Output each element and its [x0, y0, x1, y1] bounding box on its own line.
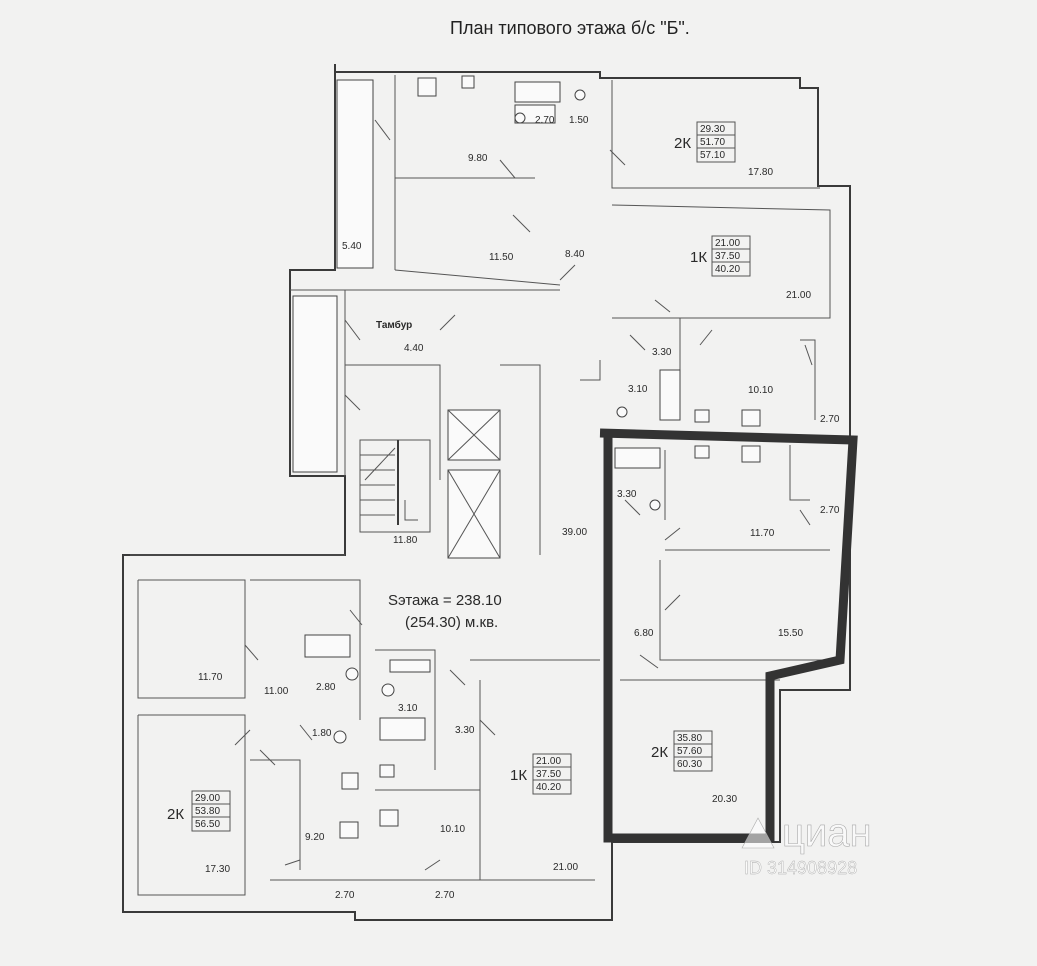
watermark-brand: циан	[782, 811, 872, 855]
area-label: 57.10	[700, 150, 725, 161]
apartment-badge: 1К 21.00 37.50 40.20	[510, 753, 572, 795]
outer-walls	[122, 64, 851, 921]
area-label: 21.00	[536, 756, 561, 767]
area-label: 2.70	[435, 890, 455, 901]
area-label: 2К	[167, 806, 184, 823]
area-label: 1К	[690, 249, 707, 266]
area-label: 2.80	[316, 682, 336, 693]
area-label: 4.40	[404, 343, 424, 354]
fixtures	[304, 75, 761, 839]
floor-area-total: Sэтажа = 238.10	[388, 592, 502, 609]
area-label: 29.30	[700, 124, 725, 135]
area-label: 1.80	[312, 728, 332, 739]
area-label: 11.70	[750, 528, 775, 539]
area-label: 10.10	[440, 824, 465, 835]
area-label: 2.70	[335, 890, 355, 901]
area-label: 11.00	[264, 686, 289, 697]
stairwell	[359, 439, 431, 533]
apartment-badge: 2К 29.00 53.80 56.50	[167, 790, 231, 832]
area-label: 11.70	[198, 672, 223, 683]
area-label: 40.20	[536, 782, 561, 793]
area-label: 21.00	[553, 862, 578, 873]
apartment-badge: 2К 29.30 51.70 57.10	[674, 121, 736, 163]
area-label: 9.80	[468, 153, 488, 164]
area-label: 2.70	[820, 414, 840, 425]
area-label: 3.30	[455, 725, 475, 736]
area-label: 2К	[651, 744, 668, 761]
area-label: 39.00	[562, 527, 587, 538]
area-label: 57.60	[677, 746, 702, 757]
area-label: 3.10	[628, 384, 648, 395]
area-label: 29.00	[195, 793, 220, 804]
area-label: 3.10	[398, 703, 418, 714]
apartment-badge: 2К 35.80 57.60 60.30	[651, 730, 713, 772]
area-label: 21.00	[715, 238, 740, 249]
area-label: 56.50	[195, 819, 220, 830]
floor-area-gross: (254.30) м.кв.	[405, 614, 498, 631]
area-label: 3.30	[617, 489, 637, 500]
cian-watermark: циан ID 314908928	[741, 811, 872, 878]
area-label: 37.50	[715, 251, 740, 262]
area-label: 40.20	[715, 264, 740, 275]
area-label: 11.80	[393, 535, 418, 546]
area-label: 3.30	[652, 347, 672, 358]
area-label: 1К	[510, 767, 527, 784]
area-label: 17.30	[205, 864, 230, 875]
plan-title: План типового этажа б/с "Б".	[450, 18, 690, 38]
area-label: 9.20	[305, 832, 325, 843]
area-label: 2.70	[820, 505, 840, 516]
area-label: 37.50	[536, 769, 561, 780]
area-label: 51.70	[700, 137, 725, 148]
area-label: 5.40	[342, 241, 362, 252]
area-label: 60.30	[677, 759, 702, 770]
apartment-badge: 1К 21.00 37.50 40.20	[690, 235, 751, 277]
area-label: 21.00	[786, 290, 811, 301]
highlighted-apartment-outline	[599, 428, 858, 843]
area-label: 8.40	[565, 249, 585, 260]
room-labels: 2.70 1.50 9.80 17.80 5.40 11.50 8.40 21.…	[198, 115, 840, 901]
elevators	[447, 409, 501, 559]
watermark-id: ID 314908928	[744, 858, 857, 878]
left-shafts	[292, 79, 374, 473]
area-label: 6.80	[634, 628, 654, 639]
area-label: 35.80	[677, 733, 702, 744]
area-label: 53.80	[195, 806, 220, 817]
area-label: 20.30	[712, 794, 737, 805]
area-label: 1.50	[569, 115, 589, 126]
area-label: 2К	[674, 135, 691, 152]
area-label: 11.50	[489, 252, 514, 263]
area-label: 10.10	[748, 385, 773, 396]
area-label: 17.80	[748, 167, 773, 178]
area-label: 2.70	[535, 115, 555, 126]
cian-logo-icon	[741, 817, 775, 849]
doors	[234, 119, 813, 871]
area-label: 15.50	[778, 628, 803, 639]
tambur-label: Тамбур	[376, 319, 412, 331]
